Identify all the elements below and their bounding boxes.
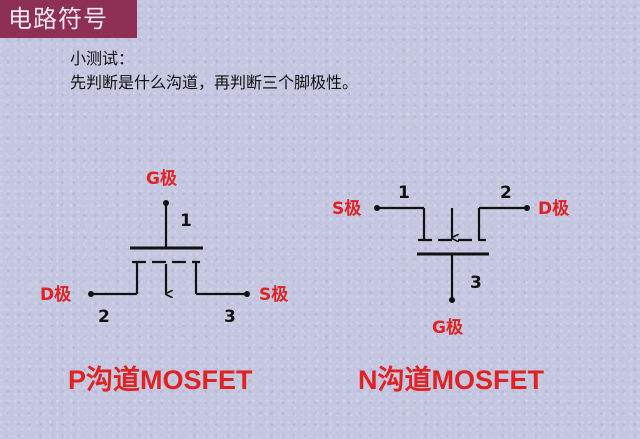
quiz-heading: 小测试：: [70, 49, 135, 68]
quiz-text: 小测试： 先判断是什么沟道，再判断三个脚极性。: [70, 47, 358, 95]
n-drain-label: D极: [538, 199, 569, 219]
p-mosfet-symbol: [88, 200, 250, 297]
p-source-label: S极: [259, 285, 288, 305]
page-title: 电路符号: [0, 0, 137, 38]
p-mosfet-caption: P沟道MOSFET: [68, 364, 253, 395]
quiz-question: 先判断是什么沟道，再判断三个脚极性。: [70, 73, 359, 92]
n-pin-3: 3: [470, 273, 482, 293]
n-source-label: S极: [332, 199, 361, 219]
p-pin-2: 2: [98, 307, 110, 327]
n-gate-label: G极: [432, 318, 463, 338]
p-drain-label: D极: [40, 285, 71, 305]
p-gate-label: G极: [146, 169, 177, 189]
p-gate-terminal-dot: [163, 200, 169, 206]
n-mosfet-symbol: [374, 205, 530, 303]
p-pin-1: 1: [180, 211, 192, 231]
n-mosfet-caption: N沟道MOSFET: [358, 364, 545, 395]
n-gate-terminal-dot: [449, 297, 455, 303]
n-pin-1: 1: [398, 183, 410, 203]
p-pin-3: 3: [224, 307, 236, 327]
n-source-terminal-dot: [374, 205, 380, 211]
p-drain-terminal-dot: [88, 291, 94, 297]
n-drain-terminal-dot: [524, 205, 530, 211]
n-pin-2: 2: [500, 183, 512, 203]
p-source-terminal-dot: [244, 291, 250, 297]
